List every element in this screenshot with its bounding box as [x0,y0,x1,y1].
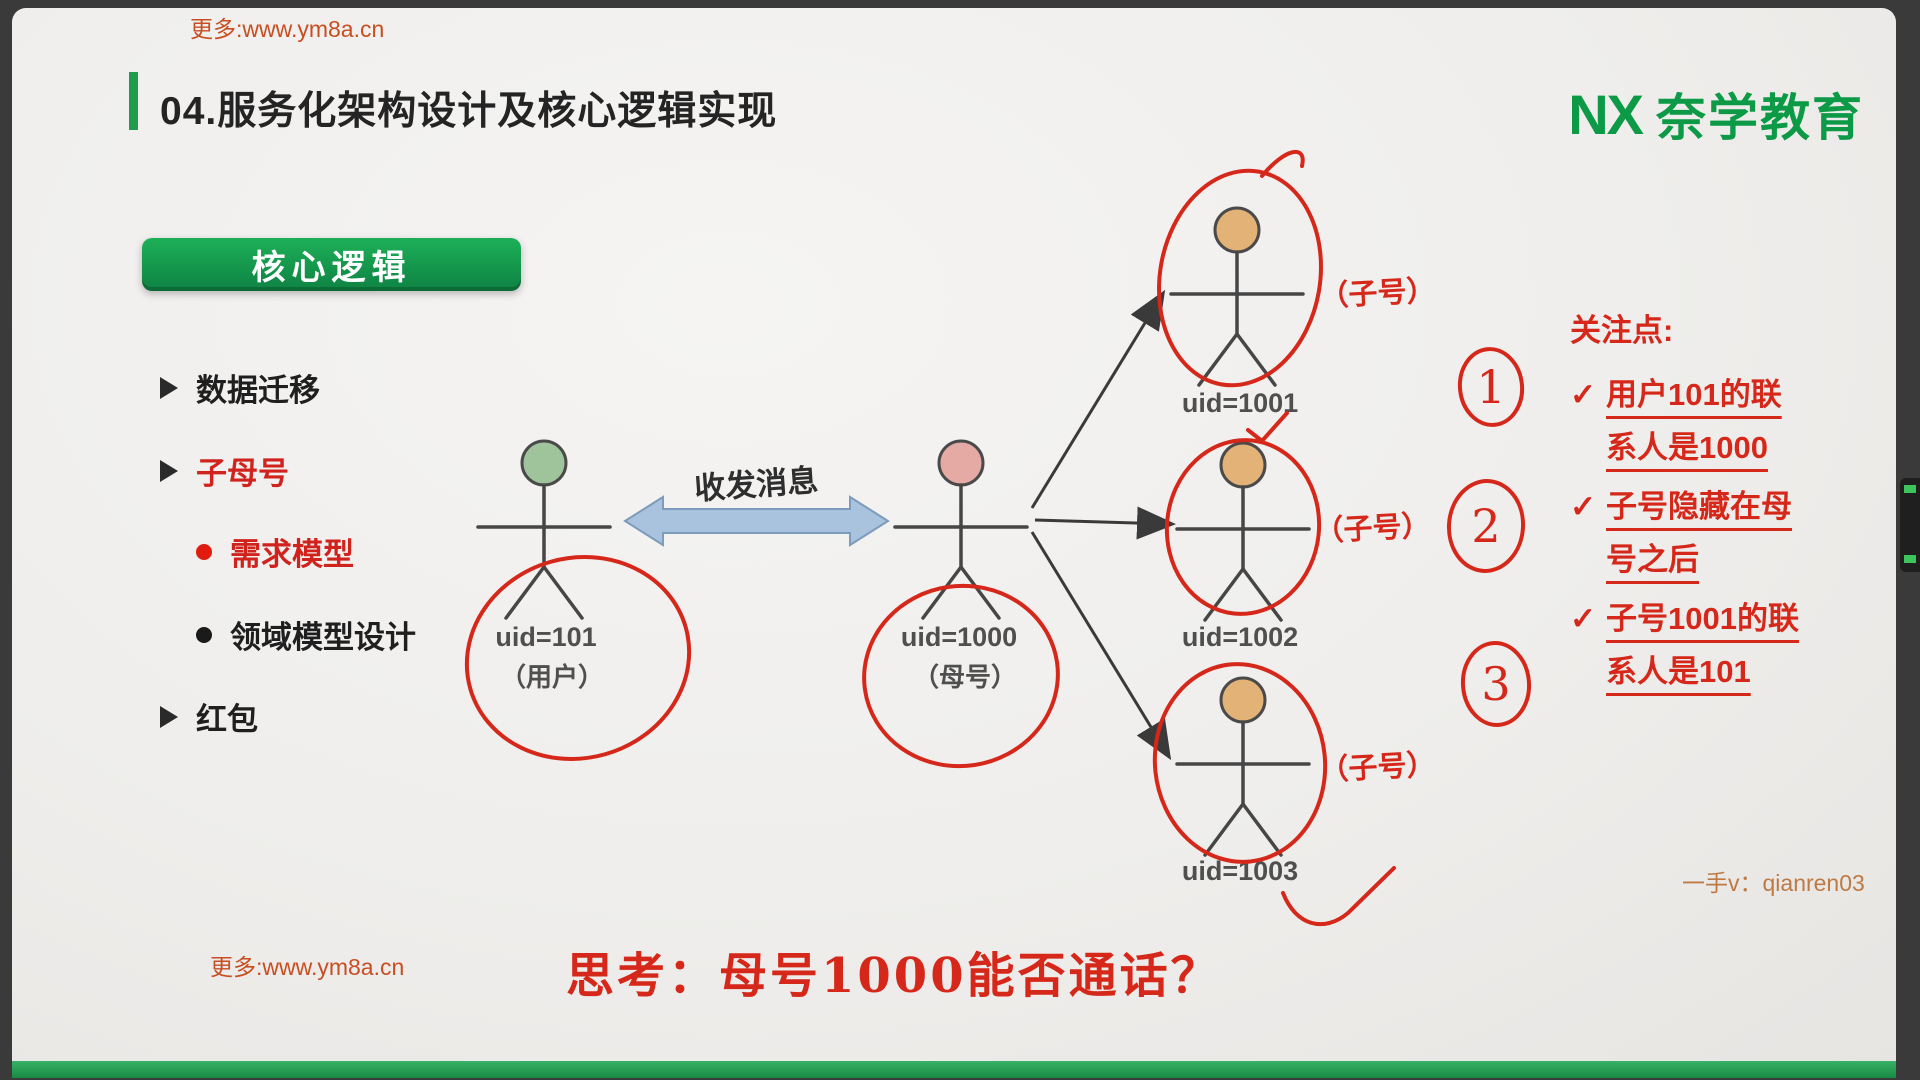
actor-leg [1235,332,1277,387]
bullet-arrow-icon [160,376,178,399]
bullet-item-red-packet: 红包 [160,694,258,739]
step-circle [1460,641,1532,727]
step-number-text: 2 [1471,499,1500,553]
note-item: ✓ 子号隐藏在母 号之后 [1570,480,1870,586]
bottom-green-bar [12,1061,1896,1078]
note-text: 子号1001的联 系人是101 [1606,601,1799,689]
uid-label-child2: uid=1002 [1182,622,1298,652]
bullet-label: 数据迁移 [196,373,320,408]
actor-head [520,439,568,487]
step-number-3: 3 [1460,641,1532,727]
role-label-child1: （子号） [1319,273,1437,313]
step-number-text: 1 [1476,360,1505,414]
role-label-child2: （子号） [1314,508,1432,548]
note-item: ✓ 用户101的联 系人是1000 [1570,368,1870,474]
role-label-mother: （母号） [913,662,1017,692]
actor-leg [921,565,963,620]
step-circle [1446,479,1526,573]
scrollbar-mark [1904,555,1916,563]
actor-leg [542,565,584,620]
actor-head [1219,441,1267,489]
step-number-text: 3 [1481,657,1510,711]
arrow-to-child2 [1034,506,1176,540]
actor-leg [504,565,546,620]
checkmark-icon: ✓ [1570,601,1596,636]
note-text: 子号隐藏在母 号之后 [1606,489,1792,577]
bullet-dot-icon [196,543,212,560]
actor-leg [1197,332,1239,387]
bullet-item-data-migration: 数据迁移 [160,365,320,410]
message-label: 收发消息 [693,463,819,508]
bullet-label: 领域模型设计 [230,620,416,655]
contact-text: 一手v：qianren03 [1682,870,1865,896]
red-circle-child1 [1157,168,1323,388]
logo-nx-icon: NX [1568,82,1644,146]
actor-leg [1203,567,1245,622]
red-circle-child3 [1152,662,1328,864]
question-text: 思考：母号1000能否通话？ [566,948,1222,1004]
actor-child1: uid=1001 [1169,206,1305,418]
note-item: ✓ 子号1001的联 系人是101 [1570,592,1870,698]
bullet-label: 子母号 [196,456,289,491]
step-number-1: 1 [1457,347,1525,427]
step-number-2: 2 [1446,479,1526,573]
uid-label-user: uid=101 [495,622,596,652]
role-label-child3: （子号） [1319,747,1437,787]
bullet-dot-icon [196,626,212,643]
arrow-to-child3 [1030,531,1172,761]
watermark-top: 更多:www.ym8a.cn [190,16,385,42]
red-tick-child1 [1246,411,1289,444]
actor-leg [1241,802,1283,857]
brand-logo: NX 奈学教育 [1568,78,1864,150]
scrollbar-thumb[interactable] [1900,478,1920,572]
watermark-bottom: 更多:www.ym8a.cn [210,954,405,980]
bullet-label: 需求模型 [230,537,354,572]
red-circle-child1-tail [1260,149,1305,178]
actor-leg [1203,802,1245,857]
actor-head [937,439,985,487]
bullet-arrow-icon [160,459,178,482]
bullet-item-requirement-model: 需求模型 [196,529,354,574]
actor-user: uid=101 （用户） [476,439,612,692]
checkmark-icon: ✓ [1570,377,1596,412]
page-title: 04.服务化架构设计及核心逻辑实现 [160,90,778,133]
logo-name: 奈学教育 [1656,90,1864,146]
arrow-to-child1 [1030,289,1166,509]
actor-leg [1241,567,1283,622]
actor-leg [959,565,1001,620]
checkmark-icon: ✓ [1570,489,1596,524]
role-label-user: （用户） [500,662,604,692]
notes-panel: 关注点: ✓ 用户101的联 系人是1000 ✓ 子号隐藏在母 号之后 ✓ 子号… [1570,305,1870,704]
bullet-label: 红包 [196,702,258,737]
actor-child3: uid=1003 [1175,676,1311,886]
message-double-arrow [623,495,890,547]
actor-child2: uid=1002 [1175,441,1311,652]
red-check-child3 [1281,866,1396,927]
red-circle-child2 [1164,438,1322,616]
actor-head [1219,676,1267,724]
step-circle [1457,347,1525,427]
bullet-item-child-mother-number: 子母号 [160,448,289,493]
red-circle-mother [862,583,1060,769]
slide-background [12,8,1896,1061]
red-circle-user [464,555,692,761]
actor-head [1213,206,1261,254]
uid-label-mother: uid=1000 [901,622,1017,652]
notes-title: 关注点: [1570,313,1674,348]
title-accent-bar [129,72,138,130]
actor-mother: uid=1000 （母号） [893,439,1029,692]
bullet-item-domain-model: 领域模型设计 [196,612,416,657]
bullet-arrow-icon [160,705,178,728]
uid-label-child1: uid=1001 [1182,388,1298,418]
scrollbar-mark [1904,485,1916,493]
note-text: 用户101的联 系人是1000 [1606,377,1782,465]
core-logic-badge: 核心逻辑 [142,238,521,291]
